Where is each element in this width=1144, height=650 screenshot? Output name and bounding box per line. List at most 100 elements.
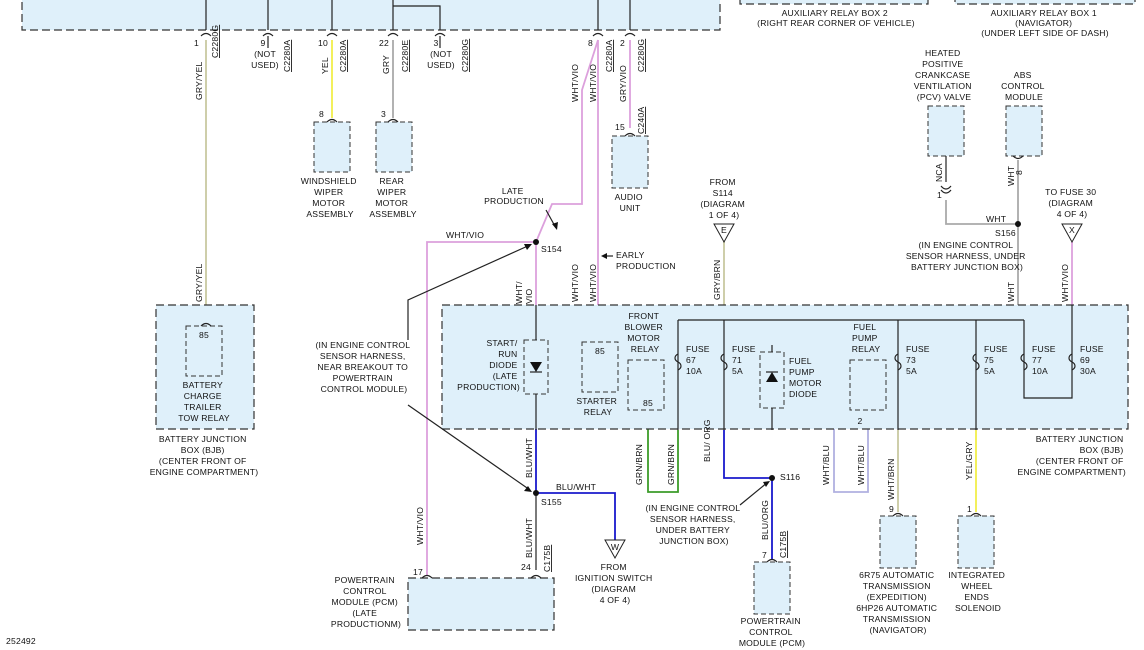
s156-note: (IN ENGINE CONTROL SENSOR HARNESS, UNDER… (906, 240, 1028, 272)
aux-relay-box-1 (954, 0, 1136, 5)
svg-text:C2280A: C2280A (604, 40, 614, 72)
tow-relay-label: BATTERY CHARGE TRAILER TOW RELAY (178, 380, 230, 423)
blower-motor-relay (627, 359, 665, 411)
svg-text:2: 2 (858, 416, 863, 426)
abs-module-label: ABS CONTROL MODULE (1001, 70, 1047, 102)
svg-text:WHT/VIO: WHT/VIO (415, 507, 425, 545)
splice-s155 (533, 490, 539, 496)
svg-text:NCA: NCA (934, 163, 944, 182)
blower-relay-label: FRONT BLOWER MOTOR RELAY (624, 311, 665, 354)
svg-text:S156: S156 (995, 228, 1016, 238)
aux-relay-box-2 (739, 0, 929, 5)
svg-text:X: X (1069, 225, 1075, 235)
svg-text:E: E (721, 225, 727, 235)
connector-e (713, 223, 735, 244)
transmission-label: 6R75 AUTOMATIC TRANSMISSION (EXPEDITION)… (856, 570, 940, 635)
audio-unit-label: AUDIO UNIT (615, 192, 646, 213)
splice-s156 (1015, 221, 1021, 227)
late-production-note: LATE PRODUCTION (484, 186, 544, 206)
svg-text:BLU/WHT: BLU/WHT (524, 437, 534, 478)
svg-text:GRN/BRN: GRN/BRN (666, 444, 676, 485)
svg-text:WHT/VIO: WHT/VIO (1060, 264, 1070, 302)
svg-text:1: 1 (967, 504, 972, 514)
top-module-box (21, 0, 721, 31)
svg-text:9: 9 (889, 504, 894, 514)
svg-text:WHT: WHT (1006, 281, 1016, 302)
svg-text:YEL: YEL (320, 57, 330, 74)
svg-text:C2280A: C2280A (282, 40, 292, 72)
svg-text:WHT/VIO: WHT/VIO (570, 264, 580, 302)
wire-blu-org (723, 430, 773, 560)
svg-text:8: 8 (319, 109, 324, 119)
svg-text:BLU/WHT: BLU/WHT (556, 482, 597, 492)
audio-unit (611, 135, 649, 189)
svg-text:24: 24 (521, 562, 531, 572)
wire-pcv-wht (945, 200, 1019, 305)
svg-text:17: 17 (413, 567, 423, 577)
svg-text:10: 10 (318, 38, 328, 48)
to-fuse30-note: TO FUSE 30 (DIAGRAM 4 OF 4) (1045, 187, 1099, 219)
splice-s116 (769, 475, 775, 481)
svg-text:8: 8 (588, 38, 593, 48)
from-s114-note: FROM S114 (DIAGRAM 1 OF 4) (700, 177, 747, 220)
svg-text:85: 85 (595, 346, 605, 356)
svg-text:GRY/YEL: GRY/YEL (194, 61, 204, 100)
svg-text:WHT: WHT (986, 214, 1007, 224)
svg-text:GRY/YEL: GRY/YEL (194, 263, 204, 302)
svg-text:3: 3 (381, 109, 386, 119)
svg-text:1: 1 (194, 38, 199, 48)
abs-control-module (1005, 105, 1043, 157)
svg-text:22: 22 (379, 38, 389, 48)
pcv-valve (927, 105, 965, 157)
fuel-pump-relay-label: FUEL PUMP RELAY (852, 322, 881, 354)
svg-text:WHT/BLU: WHT/BLU (856, 445, 866, 485)
svg-text:C2280A: C2280A (338, 40, 348, 72)
svg-text:C240A: C240A (636, 107, 646, 134)
windshield-wiper-label: WINDSHIELD WIPER MOTOR ASSEMBLY (301, 176, 360, 219)
svg-text:85: 85 (199, 330, 209, 340)
svg-text:WHT/: WHT/ (514, 281, 524, 304)
svg-text:C2280E: C2280E (400, 40, 410, 72)
svg-text:2: 2 (620, 38, 625, 48)
pcm-late-label: POWERTRAIN CONTROL MODULE (PCM) (LATE PR… (331, 575, 401, 629)
from-ignition-note: FROM IGNITION SWITCH (DIAGRAM 4 OF 4) (575, 562, 655, 605)
integrated-wheel-ends-solenoid (957, 515, 995, 569)
bjb-left-label: BATTERY JUNCTION BOX (BJB) (CENTER FRONT… (150, 434, 259, 477)
svg-text:C2280G: C2280G (210, 25, 220, 58)
automatic-transmission (879, 515, 917, 569)
svg-text:GRN/BRN: GRN/BRN (634, 444, 644, 485)
bjb-right-label: BATTERY JUNCTION BOX (BJB) (CENTER FRONT… (1017, 434, 1126, 477)
svg-text:WHT/VIO: WHT/VIO (446, 230, 484, 240)
starter-relay (581, 341, 619, 393)
figure-id: 252492 (6, 636, 36, 646)
svg-text:WHT/BRN: WHT/BRN (886, 459, 896, 501)
splice-s154 (533, 239, 539, 245)
svg-text:3: 3 (434, 38, 439, 48)
svg-text:85: 85 (643, 398, 653, 408)
svg-text:WHT/VIO: WHT/VIO (588, 64, 598, 102)
tow-relay (185, 325, 223, 377)
svg-text:C2280G: C2280G (460, 39, 470, 72)
wire-grn-brn (647, 405, 679, 493)
svg-text:BLU/ ORG: BLU/ ORG (702, 419, 712, 462)
starter-relay-label: STARTER RELAY (576, 396, 619, 417)
breakout-note: (IN ENGINE CONTROL SENSOR HARNESS, NEAR … (315, 340, 412, 394)
svg-text:S154: S154 (541, 244, 562, 254)
svg-text:BLU/ORG: BLU/ORG (760, 500, 770, 540)
iwe-label: INTEGRATED WHEEL ENDS SOLENOID (948, 570, 1007, 613)
svg-text:C175B: C175B (542, 545, 552, 572)
wire-wht-vio-late (535, 39, 599, 243)
connector-x (1061, 223, 1083, 244)
